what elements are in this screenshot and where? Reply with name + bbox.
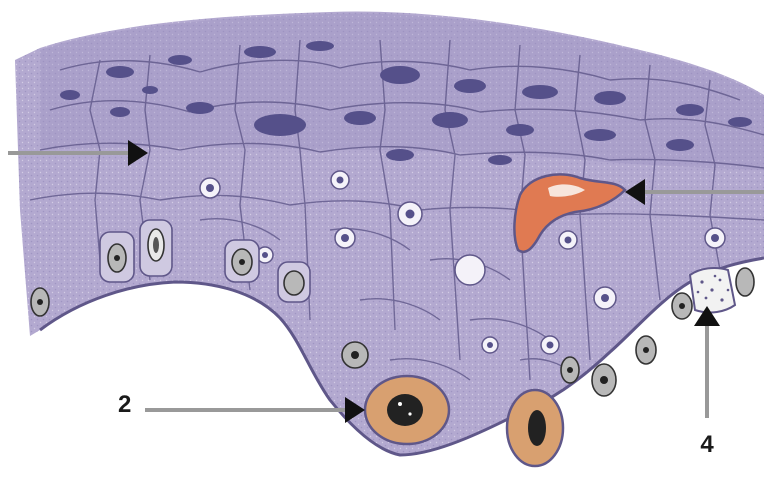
basal-cell bbox=[342, 342, 368, 368]
nucleus bbox=[594, 287, 616, 309]
basal-cell bbox=[31, 288, 49, 316]
nucleus bbox=[200, 178, 220, 198]
nucleus bbox=[335, 228, 355, 248]
pointer-4 bbox=[694, 306, 720, 418]
basal-cell bbox=[140, 220, 172, 276]
pigmented-cell-b bbox=[507, 390, 563, 466]
label-4: 4 bbox=[700, 431, 714, 458]
nucleus bbox=[541, 336, 559, 354]
nucleus bbox=[455, 255, 485, 285]
basal-cell bbox=[225, 240, 259, 282]
basal-cell bbox=[561, 357, 579, 383]
basal-cell bbox=[636, 336, 656, 364]
basal-cell bbox=[278, 262, 310, 302]
nucleus bbox=[398, 202, 422, 226]
label-2: 2 bbox=[118, 391, 131, 418]
nucleus bbox=[559, 231, 577, 249]
basal-cell bbox=[736, 268, 754, 296]
nucleus bbox=[331, 171, 349, 189]
basal-cell bbox=[672, 293, 692, 319]
nucleus bbox=[705, 228, 725, 248]
basal-cell bbox=[592, 364, 616, 396]
pigmented-cell-2 bbox=[365, 376, 449, 444]
basal-cell bbox=[100, 232, 134, 282]
nucleus bbox=[482, 337, 498, 353]
merkel-cell bbox=[690, 268, 735, 313]
